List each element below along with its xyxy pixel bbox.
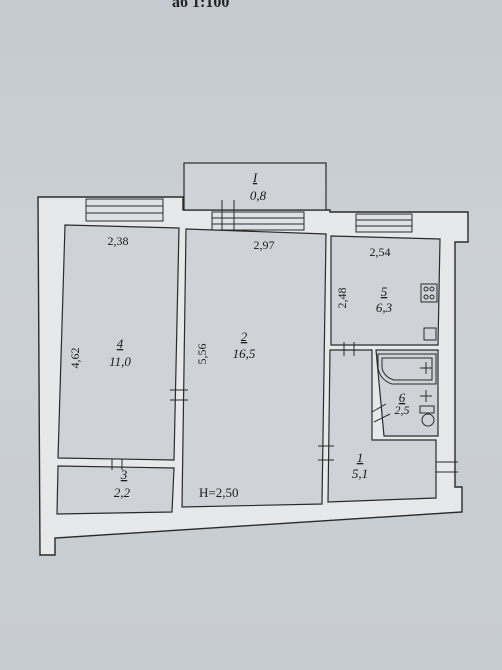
room-4-width: 2,38 — [108, 234, 129, 248]
room-2-width: 2,97 — [254, 238, 275, 252]
room-3 — [56, 465, 175, 515]
room-1 — [327, 349, 437, 503]
room-5-width: 2,54 — [370, 245, 391, 259]
ceiling-height: H=2,50 — [199, 485, 238, 500]
room-4-area: 11,0 — [109, 354, 131, 369]
sink — [423, 327, 437, 341]
balcony — [183, 162, 327, 211]
room-5 — [330, 235, 441, 346]
room-1-area: 5,1 — [352, 466, 368, 481]
room-2-area: 16,5 — [233, 346, 256, 361]
toilet — [421, 413, 435, 427]
room-5-area: 6,3 — [376, 300, 393, 315]
room-2 — [181, 228, 327, 508]
room-2-length: 5,56 — [195, 344, 209, 365]
room-4-number: 4 — [117, 336, 124, 351]
room-6-area: 2,5 — [395, 403, 410, 417]
room-5-length: 2,48 — [335, 288, 349, 309]
windows — [85, 198, 413, 233]
room-2-number: 2 — [241, 329, 248, 344]
room-1-number: 1 — [357, 450, 364, 465]
room-4 — [57, 224, 180, 461]
room-3-area: 2,2 — [114, 485, 131, 500]
balcony-number: I — [252, 170, 258, 185]
door-marks — [111, 342, 458, 473]
scale-header: аб 1:100 — [172, 0, 230, 11]
bathtub — [377, 353, 437, 385]
room-3-number: 3 — [120, 467, 128, 482]
room-6-number: 6 — [399, 390, 406, 405]
balcony-area: 0,8 — [250, 188, 267, 203]
room-6 — [375, 349, 439, 437]
stove — [420, 283, 438, 303]
room-4-length: 4,62 — [68, 348, 82, 369]
room-5-number: 5 — [381, 284, 388, 299]
